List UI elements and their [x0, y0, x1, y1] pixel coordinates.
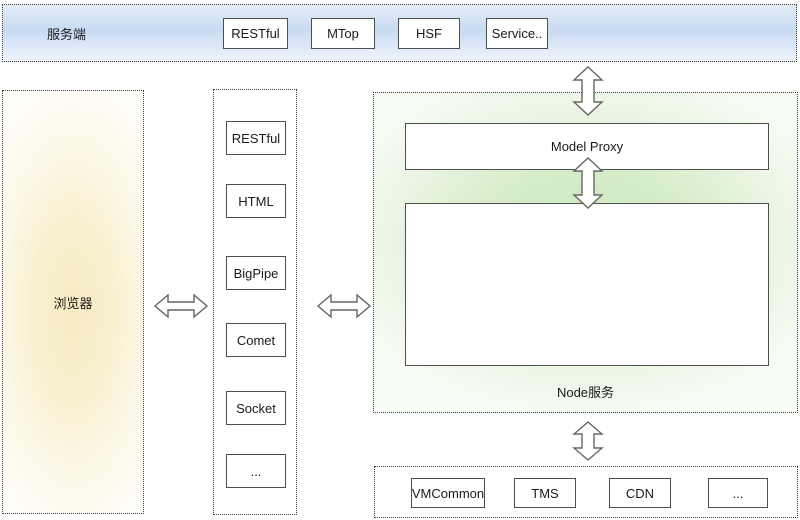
- backend-resources-panel: VMCommon TMS CDN ...: [374, 466, 798, 518]
- transport-protocols-panel: RESTful HTML BigPipe Comet Socket ...: [213, 89, 297, 515]
- box-comet: Comet: [226, 323, 286, 357]
- box-label: ...: [250, 463, 262, 479]
- box-service: Service..: [486, 18, 548, 49]
- box-socket: Socket: [226, 391, 286, 425]
- box-restful-transport: RESTful: [226, 121, 286, 155]
- double-arrow-horizontal-icon: [317, 293, 371, 319]
- box-label: Service..: [491, 26, 543, 41]
- box-label: TMS: [531, 485, 559, 501]
- server-side-label: 服务端: [47, 26, 87, 42]
- box-hsf: HSF: [398, 18, 460, 49]
- box-label: ...: [732, 485, 744, 501]
- double-arrow-vertical-icon: [572, 66, 604, 116]
- server-side-bar: 服务端 RESTful MTop HSF Service..: [2, 4, 797, 62]
- box-vmcommon: VMCommon: [411, 478, 485, 508]
- browser-label: 浏览器: [53, 295, 93, 311]
- box-label: RESTful: [231, 130, 281, 146]
- box-label: Socket: [236, 400, 276, 416]
- box-label: HTML: [238, 193, 274, 209]
- box-html: HTML: [226, 184, 286, 218]
- box-label: VMCommon: [411, 485, 485, 501]
- box-label: RESTful: [231, 26, 280, 41]
- box-label: Model Proxy: [550, 139, 624, 154]
- box-node-app: [405, 203, 769, 366]
- node-service-panel: Model Proxy Node服务: [373, 92, 798, 413]
- double-arrow-horizontal-icon: [154, 293, 208, 319]
- box-restful-server: RESTful: [223, 18, 288, 49]
- box-backend-more: ...: [708, 478, 768, 508]
- box-label: MTop: [327, 26, 359, 41]
- box-label: CDN: [625, 485, 655, 501]
- box-label: HSF: [416, 26, 442, 41]
- double-arrow-vertical-icon: [572, 421, 604, 461]
- box-cdn: CDN: [609, 478, 671, 508]
- box-transport-more: ...: [226, 454, 286, 488]
- double-arrow-vertical-icon: [572, 157, 604, 209]
- box-label: Comet: [236, 332, 276, 348]
- box-label: BigPipe: [233, 265, 279, 281]
- box-bigpipe: BigPipe: [226, 256, 286, 290]
- box-mtop: MTop: [311, 18, 375, 49]
- box-tms: TMS: [514, 478, 576, 508]
- browser-panel: 浏览器: [2, 90, 144, 514]
- node-service-label: Node服务: [556, 385, 615, 400]
